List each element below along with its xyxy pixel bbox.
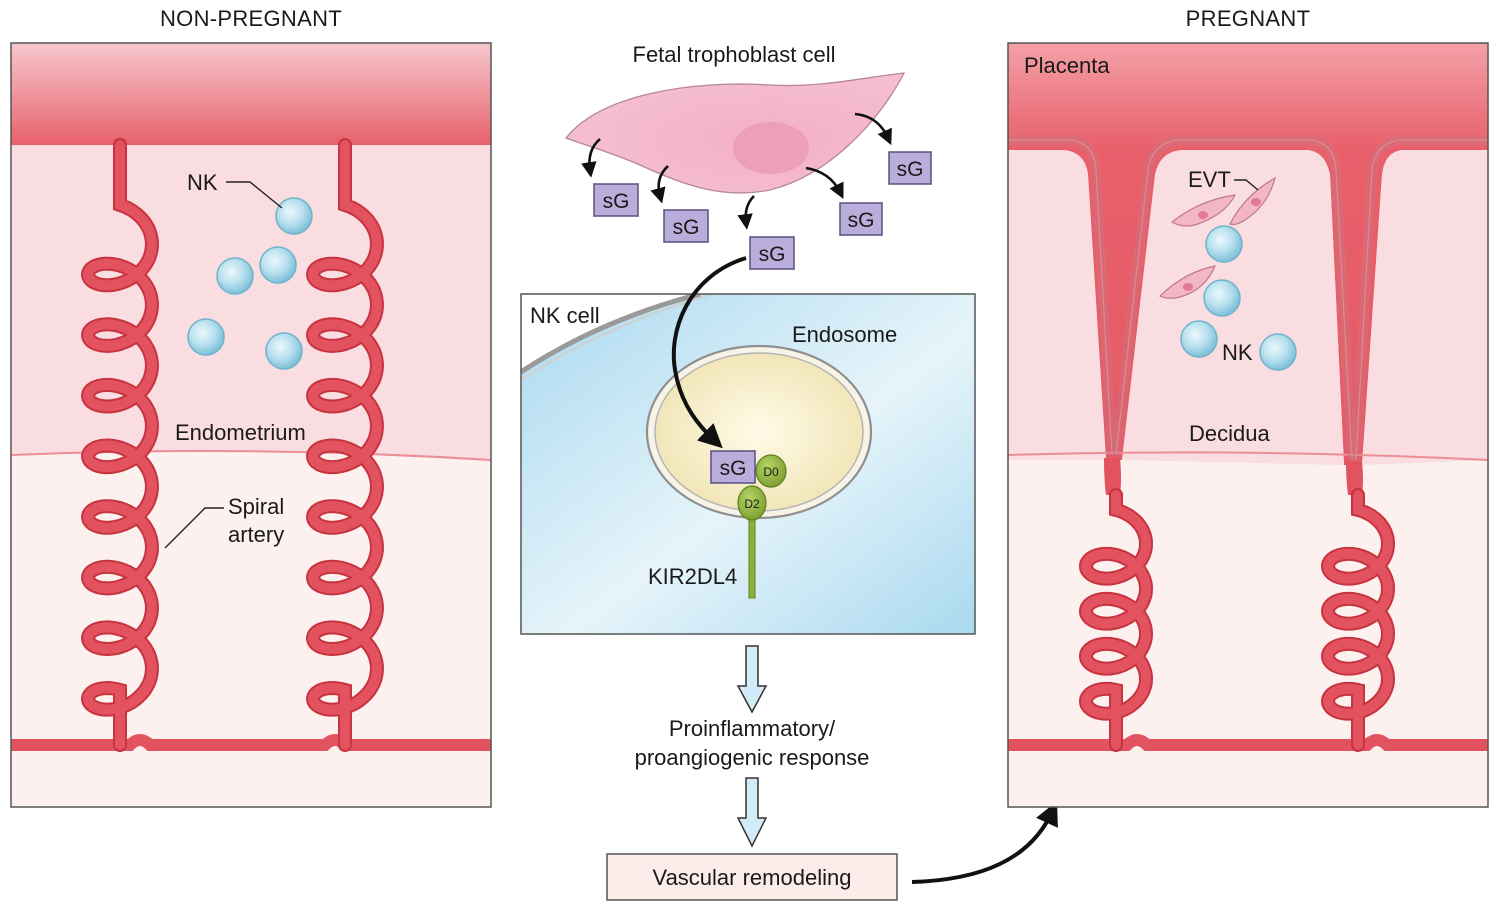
svg-text:sG: sG bbox=[673, 216, 700, 239]
response-line-1: Proinflammatory/ bbox=[669, 716, 836, 741]
nk-cells-decidual bbox=[1180, 225, 1297, 371]
evt-cells bbox=[1158, 176, 1276, 299]
uptake-arrow bbox=[671, 256, 747, 449]
svg-text:sG: sG bbox=[720, 457, 747, 480]
nk-cell-label: NK cell bbox=[530, 303, 600, 328]
d0-domain-label: D0 bbox=[763, 465, 779, 479]
spiral-label-2: artery bbox=[228, 522, 284, 547]
sg-box: sG bbox=[888, 151, 932, 185]
sg-box: sG bbox=[593, 183, 639, 217]
sg-box: sG bbox=[749, 236, 795, 270]
svg-text:sG: sG bbox=[759, 243, 786, 266]
nk-label-right: NK bbox=[1222, 340, 1253, 365]
svg-text:sG: sG bbox=[848, 209, 875, 232]
endosome-label: Endosome bbox=[792, 322, 897, 347]
soluble-hla-g-molecules: sG sG sG sG sG bbox=[593, 151, 932, 270]
non-pregnant-panel bbox=[11, 43, 491, 807]
flow-arrows bbox=[736, 645, 768, 848]
decidua-label: Decidua bbox=[1189, 421, 1270, 446]
kir2dl4-receptor: D2 D0 bbox=[737, 454, 787, 599]
nk-cells-uterine bbox=[187, 197, 313, 370]
pregnant-title: PREGNANT bbox=[1186, 6, 1311, 31]
svg-text:sG: sG bbox=[603, 190, 630, 213]
fetal-trophoblast-cell bbox=[564, 72, 906, 194]
kir2dl4-label: KIR2DL4 bbox=[648, 564, 737, 589]
sg-box: sG bbox=[839, 202, 883, 236]
svg-text:Vascular remodeling: Vascular remodeling bbox=[653, 865, 852, 890]
sg-box: sG bbox=[663, 209, 709, 243]
svg-text:sG: sG bbox=[897, 158, 924, 181]
vascular-remodeling-box: Vascular remodeling bbox=[606, 853, 898, 901]
trophoblast-label: Fetal trophoblast cell bbox=[633, 42, 836, 67]
endometrium-label: Endometrium bbox=[175, 420, 306, 445]
spiral-label-1: Spiral bbox=[228, 494, 284, 519]
d2-domain-label: D2 bbox=[744, 497, 760, 511]
sg-bound: sG bbox=[710, 450, 756, 484]
placenta-label: Placenta bbox=[1024, 53, 1110, 78]
evt-label: EVT bbox=[1188, 167, 1231, 192]
response-line-2: proangiogenic response bbox=[635, 745, 870, 770]
secretion-arrows bbox=[581, 112, 892, 230]
nk-label-left: NK bbox=[187, 170, 218, 195]
pregnant-panel bbox=[1008, 43, 1488, 807]
non-pregnant-title: NON-PREGNANT bbox=[160, 6, 342, 31]
remodeling-arrow bbox=[911, 801, 1058, 884]
